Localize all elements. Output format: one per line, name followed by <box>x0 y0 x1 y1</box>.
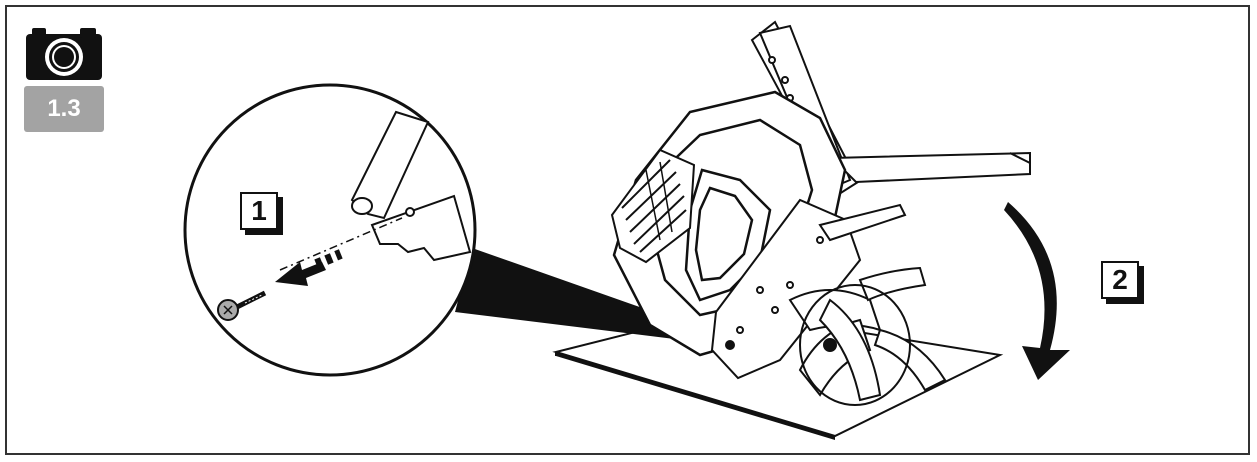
tiller-tines <box>788 266 947 406</box>
detail-contents <box>279 110 472 271</box>
screw-icon <box>217 290 267 321</box>
arrow-out-icon <box>275 249 343 286</box>
camera-icon <box>26 28 102 80</box>
curved-arrow-down-icon <box>1004 202 1070 380</box>
step-1-label: 1 <box>240 192 278 230</box>
engine-grille <box>610 148 696 264</box>
mount-bracket <box>710 198 907 380</box>
figure-number-badge: 1.3 <box>24 86 104 132</box>
step-2-label: 2 <box>1101 261 1139 299</box>
